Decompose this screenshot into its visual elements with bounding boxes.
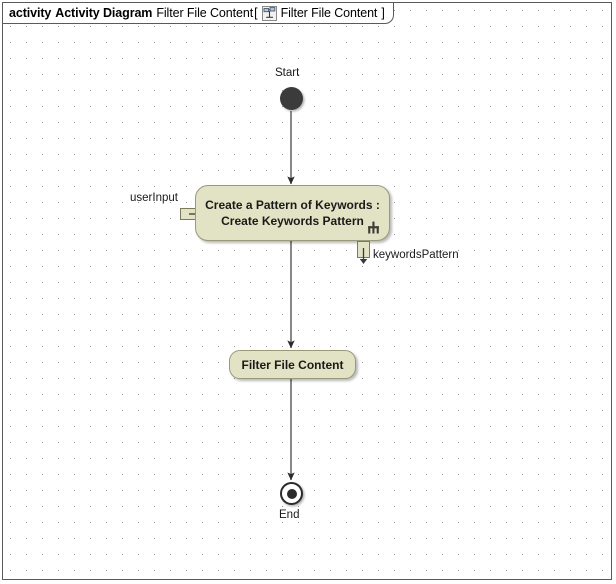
rake-icon bbox=[368, 221, 379, 234]
frame-diagram-name: Filter File Content bbox=[156, 6, 254, 20]
activity-diagram-icon bbox=[261, 5, 277, 21]
create-keywords-pattern-line2: Create Keywords Pattern bbox=[221, 214, 364, 228]
start-node-label: Start bbox=[275, 67, 300, 79]
end-final-node[interactable] bbox=[280, 482, 303, 505]
end-node-label: End bbox=[279, 509, 300, 521]
frame-type-label: Activity Diagram bbox=[55, 6, 153, 20]
start-initial-node[interactable] bbox=[280, 87, 303, 110]
create-keywords-pattern-action[interactable]: Create a Pattern of Keywords : Create Key… bbox=[195, 185, 390, 241]
diagram-canvas: Start userInput Create a Pattern of Keyw… bbox=[3, 3, 613, 581]
frame-reference-name: Filter File Content bbox=[280, 6, 378, 20]
user-input-pin-label: userInput bbox=[130, 192, 178, 204]
keywords-pattern-pin-label: keywordsPattern bbox=[373, 249, 459, 261]
create-keywords-pattern-line1: Create a Pattern of Keywords : bbox=[205, 198, 380, 212]
frame-bracket-open: [ bbox=[254, 6, 258, 20]
keywords-pattern-pin-arrow bbox=[359, 248, 368, 264]
frame-header-tab[interactable]: activity Activity Diagram Filter File Co… bbox=[3, 3, 394, 24]
create-keywords-pattern-label: Create a Pattern of Keywords : Create Key… bbox=[205, 197, 380, 229]
filter-file-content-action[interactable]: Filter File Content bbox=[229, 350, 356, 379]
frame-bracket-close: ] bbox=[381, 6, 385, 20]
filter-file-content-label: Filter File Content bbox=[241, 357, 344, 372]
edges-layer bbox=[287, 111, 295, 481]
frame-keyword: activity bbox=[9, 6, 52, 20]
